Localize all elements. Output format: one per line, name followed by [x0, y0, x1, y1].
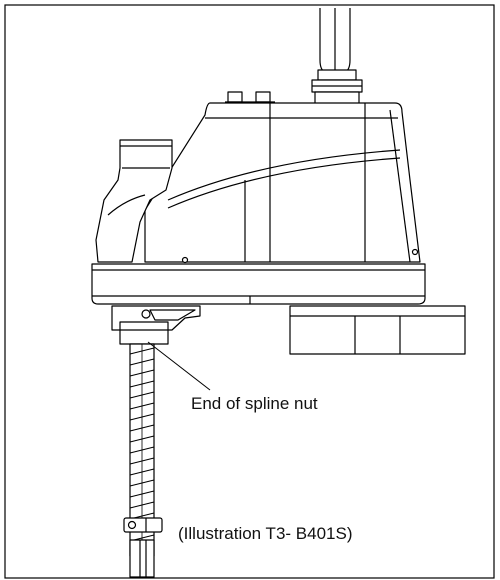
- cable-connector: [311, 69, 363, 105]
- spline-nut: [111, 305, 201, 345]
- figure-caption: (Illustration T3- B401S): [178, 524, 353, 543]
- shaft-stopper-clamp: [123, 517, 163, 533]
- base-body: [144, 91, 421, 264]
- arm-base-plate: [91, 263, 426, 305]
- cable-duct: [319, 8, 351, 73]
- ball-screw-spline-shaft: [129, 343, 155, 578]
- arm-upper-housing: [95, 139, 173, 263]
- callout-label: End of spline nut: [191, 394, 318, 413]
- callout-leader-line: [147, 341, 211, 391]
- mounting-plate: [289, 305, 466, 355]
- figure-frame: [4, 4, 495, 579]
